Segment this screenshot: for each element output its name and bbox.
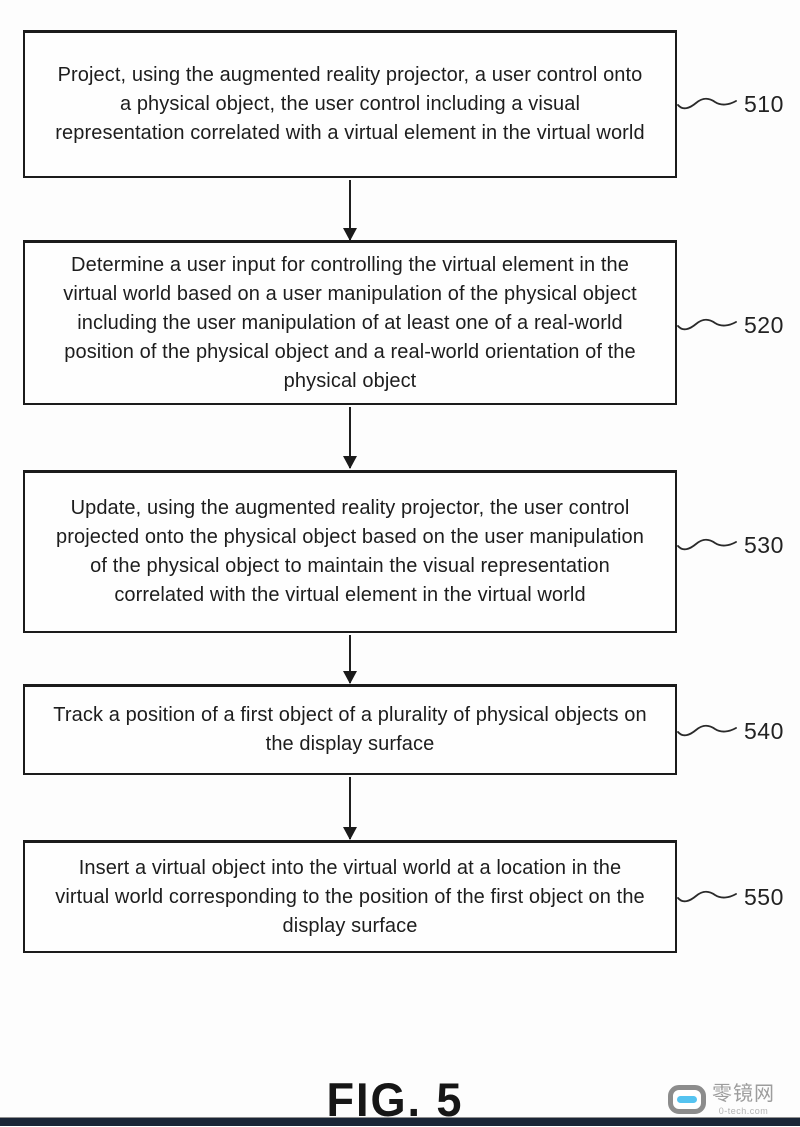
leader-squiggle-icon: [677, 538, 737, 551]
ref-label-540: 540: [677, 716, 784, 746]
ref-label-550: 550: [677, 882, 784, 912]
site-logo-bar: [677, 1096, 697, 1103]
down-arrow-icon: [343, 407, 357, 469]
ref-number: 550: [744, 883, 784, 910]
leader-squiggle-icon: [677, 890, 737, 903]
step-520-text: Determine a user input for controlling t…: [63, 253, 637, 392]
ref-number: 520: [744, 311, 784, 338]
flowchart-step-550: Insert a virtual object into the virtual…: [23, 840, 677, 953]
down-arrow-icon: [343, 180, 357, 241]
step-540-text: Track a position of a first object of a …: [53, 704, 647, 755]
ref-label-510: 510: [677, 89, 784, 119]
site-domain: 0-tech.com: [718, 1106, 769, 1116]
step-550-text: Insert a virtual object into the virtual…: [55, 856, 645, 937]
flowchart-step-520: Determine a user input for controlling t…: [23, 240, 677, 405]
site-name: 零镜网: [712, 1083, 775, 1105]
leader-squiggle-icon: [677, 318, 737, 331]
ref-label-520: 520: [677, 310, 784, 340]
down-arrow-icon: [343, 635, 357, 684]
leader-squiggle-icon: [677, 724, 737, 737]
ref-label-530: 530: [677, 530, 784, 560]
site-logo-icon: [668, 1085, 706, 1114]
leader-squiggle-icon: [677, 97, 737, 110]
ref-number: 530: [744, 531, 784, 558]
watermark: 零镜网 0-tech.com: [668, 1082, 775, 1116]
flowchart-step-530: Update, using the augmented reality proj…: [23, 470, 677, 633]
watermark-text: 零镜网 0-tech.com: [712, 1082, 775, 1116]
flowchart-step-540: Track a position of a first object of a …: [23, 684, 677, 775]
down-arrow-icon: [343, 777, 357, 840]
ref-number: 540: [744, 717, 784, 744]
step-530-text: Update, using the augmented reality proj…: [56, 497, 644, 606]
bottom-border-bar: [0, 1117, 800, 1126]
ref-number: 510: [744, 90, 784, 117]
step-510-text: Project, using the augmented reality pro…: [55, 64, 645, 144]
flowchart-step-510: Project, using the augmented reality pro…: [23, 30, 677, 178]
